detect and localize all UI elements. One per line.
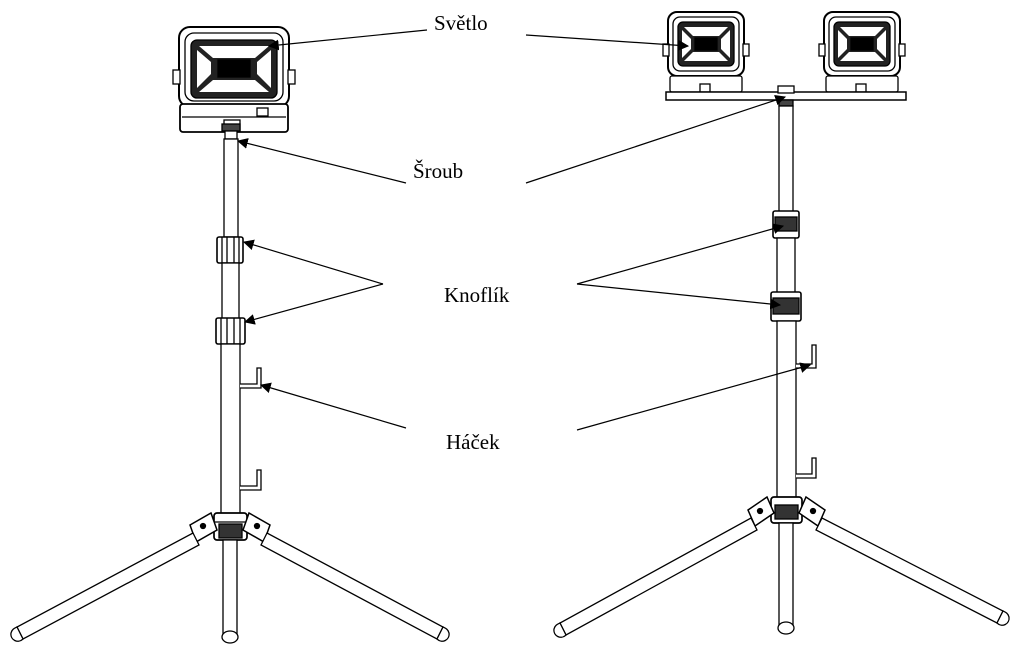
callout-light-right [525, 34, 690, 51]
hook-lower-right [796, 457, 817, 479]
knob-lower-right [770, 291, 802, 322]
leg-right-foot [436, 626, 450, 642]
callout-knob-left-a [242, 239, 384, 285]
callout-hook-left [259, 382, 407, 429]
screw [221, 123, 241, 140]
lamp-light-right [818, 11, 906, 93]
screw-right [778, 99, 794, 107]
pole-upper-right [778, 105, 794, 213]
leg-left-right-stand-foot [553, 622, 567, 638]
callout-hook-right [576, 362, 812, 431]
leg-center-foot [221, 630, 239, 644]
pole-lower [220, 343, 241, 515]
hook-lower [240, 469, 262, 491]
label-light: Světlo [434, 11, 488, 35]
knob-lower [215, 317, 246, 345]
label-screw: Šroub [413, 159, 464, 183]
callout-knob-left-b [243, 283, 384, 325]
knob-upper-right [772, 210, 800, 239]
hook-upper [240, 367, 262, 389]
leg-left-right-stand [559, 517, 758, 636]
leg-right [260, 532, 444, 640]
callout-light-left [267, 29, 428, 51]
leg-hub-right [747, 495, 826, 528]
callout-screw-left [236, 138, 407, 184]
leg-left-foot [10, 626, 24, 642]
callout-screw-right [525, 94, 787, 184]
leg-right-right-stand-foot [996, 610, 1010, 626]
lamp-light-left [662, 11, 750, 93]
pole-upper [223, 138, 239, 238]
leg-right-right-stand [815, 517, 1004, 624]
label-knob: Knoflík [444, 283, 510, 307]
leg-center-right-stand-foot [777, 621, 795, 635]
pole-middle [221, 262, 240, 320]
double-lamp-stand [553, 11, 1010, 638]
callout-knob-right-b [576, 283, 782, 310]
leg-hub [189, 511, 271, 544]
lamp-light [172, 26, 296, 133]
knob-upper [216, 236, 244, 264]
leg-center [222, 539, 238, 638]
pole-lower-right [776, 320, 797, 499]
leg-center-right-stand [778, 522, 794, 629]
label-hook: Háček [446, 430, 500, 454]
pole-middle-right [776, 237, 796, 294]
single-lamp-stand [10, 26, 450, 644]
callout-knob-right-a [576, 223, 785, 285]
leg-left [16, 532, 200, 640]
callouts [236, 29, 812, 431]
hook-upper-right [796, 344, 817, 369]
